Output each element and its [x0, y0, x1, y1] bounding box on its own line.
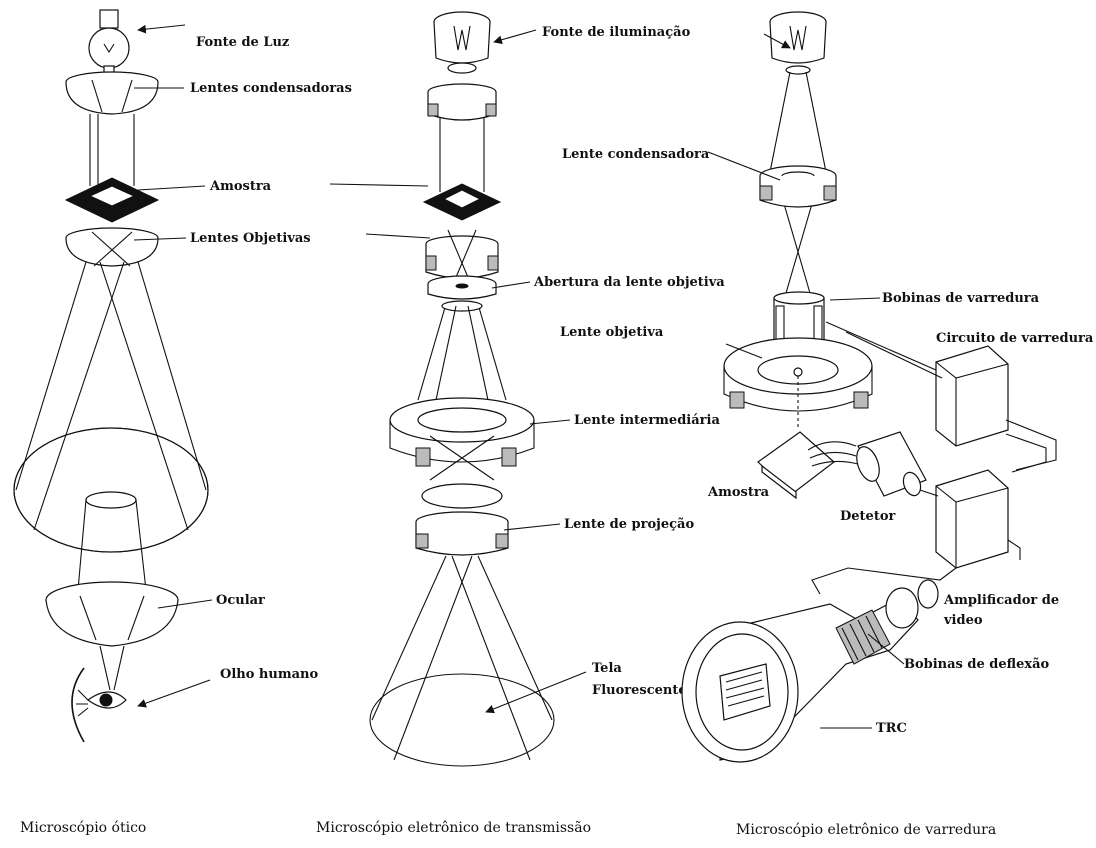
sample-slide-icon — [66, 178, 158, 222]
label-objective-lenses: Lentes Objetivas — [190, 231, 311, 246]
video-amplifier-box-icon — [936, 470, 1008, 568]
screen-cone — [370, 556, 554, 766]
condenser-lens-icon — [760, 166, 836, 207]
transmission-electron-microscope: Fonte de iluminação Abertura da lente ob… — [316, 12, 725, 836]
label-sem-sample: Amostra — [707, 485, 770, 500]
label-intermediate-lens: Lente intermediária — [574, 413, 720, 428]
light-bulb-icon — [89, 10, 129, 76]
label-light-source: Fonte de Luz — [196, 35, 289, 50]
light-column — [90, 114, 134, 186]
scan-circuit-box-icon — [936, 346, 1008, 446]
label-crt: TRC — [876, 721, 907, 736]
label-video-amplifier-line1: Amplificador de — [943, 593, 1059, 608]
label-eyepiece: Ocular — [216, 593, 265, 608]
label-condenser-lenses: Lentes condensadoras — [190, 81, 352, 96]
objective-lens-icon — [66, 228, 158, 266]
objective-aperture-icon — [428, 276, 496, 299]
label-objective-aperture: Abertura da lente objetiva — [533, 275, 725, 290]
label-projection-lens: Lente de projeção — [564, 517, 694, 532]
label-scan-coils: Bobinas de varredura — [882, 291, 1040, 306]
objective-lens-icon — [426, 230, 498, 282]
condenser-lens-icon — [428, 84, 496, 120]
electron-gun-icon — [770, 12, 826, 74]
caption-tem: Microscópio eletrônico de transmissão — [316, 820, 591, 836]
label-scan-circuit: Circuito de varredura — [936, 331, 1094, 346]
sem-sample-icon — [758, 432, 834, 498]
caption-optical: Microscópio ótico — [20, 820, 146, 836]
label-deflection-coils: Bobinas de deflexão — [904, 657, 1050, 672]
label-screen-line1: Tela — [592, 661, 622, 676]
electron-gun-icon — [434, 12, 490, 73]
crt-icon — [682, 598, 918, 762]
label-video-amplifier-line2: video — [943, 613, 983, 628]
sample-slide-icon — [424, 184, 500, 220]
label-objective-lens: Lente objetiva — [560, 325, 664, 340]
intermediate-cone — [418, 301, 506, 400]
projection-lens-icon — [416, 484, 508, 555]
condenser-lens-icon — [66, 72, 158, 114]
human-eye-icon — [72, 668, 126, 742]
label-screen-line2: Fluorescente — [592, 683, 687, 698]
beam-column — [440, 118, 484, 192]
intermediate-lens-icon — [390, 398, 534, 480]
label-detector: Detetor — [840, 509, 895, 524]
label-sample: Amostra — [209, 179, 272, 194]
optical-microscope: Fonte de Luz Lentes condensadoras Amostr… — [14, 10, 352, 836]
label-human-eye: Olho humano — [220, 667, 318, 682]
caption-sem: Microscópio eletrônico de varredura — [736, 822, 996, 838]
label-illumination-source: Fonte de iluminação — [542, 25, 691, 40]
label-condenser-lens: Lente condensadora — [562, 147, 710, 162]
